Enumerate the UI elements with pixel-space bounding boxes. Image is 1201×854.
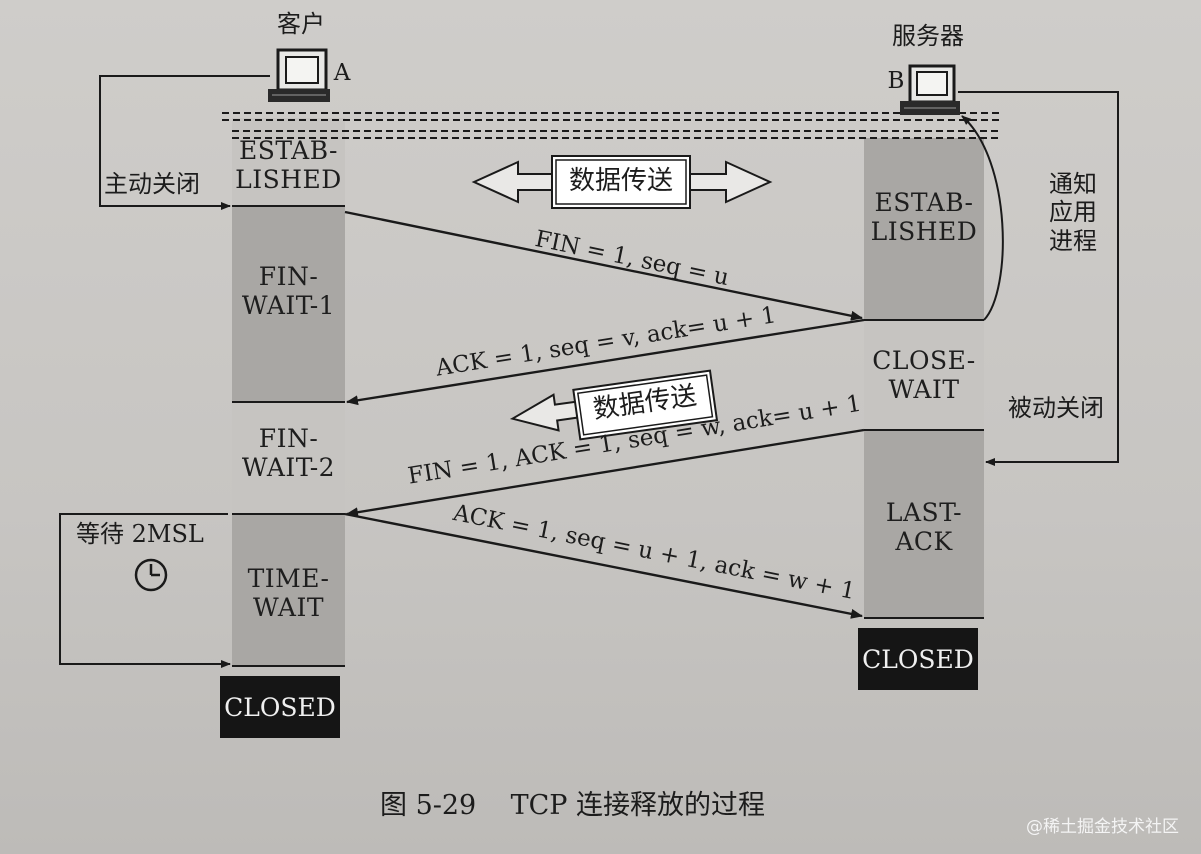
data-transfer-one-way: [509, 369, 719, 441]
client-time-wait-block: [232, 514, 345, 666]
notify-app-curve: [961, 115, 1004, 321]
client-timeline: [232, 118, 345, 667]
client-state-time-wait: TIME- WAIT: [247, 564, 330, 622]
connection-dashes: [222, 112, 1000, 139]
client-name: 客户: [277, 10, 325, 38]
client-state-established: ESTAB- LISHED: [235, 136, 342, 194]
client-state-fin-wait-2: FIN- WAIT-2: [241, 424, 336, 482]
passive-close-label: 被动关闭: [1008, 394, 1104, 422]
data-transfer-bidirectional: [471, 155, 773, 209]
client-closed-state: CLOSED: [220, 676, 340, 738]
server-letter: B: [887, 68, 905, 94]
clock-icon: [134, 558, 168, 592]
notify-app-label: 通知 应用 进程: [1049, 170, 1097, 255]
server-name: 服务器: [892, 22, 964, 50]
client-established-block: [232, 118, 345, 206]
client-state-fin-wait-1: FIN- WAIT-1: [241, 262, 336, 320]
server-close-wait-block: [864, 320, 984, 430]
watermark: @稀土掘金技术社区: [1026, 817, 1179, 837]
data-transfer-label: 数据传送: [568, 166, 673, 196]
figure-caption: 图 5-29 TCP 连接释放的过程: [380, 790, 765, 821]
wait-2msl-label: 等待 2MSL: [76, 520, 204, 548]
server-state-close-wait: CLOSE- WAIT: [872, 346, 976, 404]
client-letter: A: [333, 60, 351, 86]
ack2-arrow: [344, 512, 863, 619]
ack1-arrow: [346, 318, 865, 406]
server-closed-state: CLOSED: [858, 628, 978, 690]
server-computer-icon: [900, 64, 960, 115]
active-close-label: 主动关闭: [104, 170, 200, 198]
client-fin-wait-2-block: [232, 402, 345, 514]
client-fin-wait-1-block: [232, 206, 345, 402]
fin1-arrow: [344, 210, 863, 321]
server-established-block: [864, 138, 984, 320]
active-close-line: [99, 75, 270, 210]
passive-close-line: [958, 91, 1119, 466]
server-state-established: ESTAB- LISHED: [870, 188, 978, 246]
wait-2msl-line: [59, 513, 231, 668]
server-last-ack-block: [864, 430, 984, 618]
fin2-arrow: [346, 428, 865, 518]
server-timeline: [864, 138, 984, 619]
client-computer-icon: [268, 48, 330, 102]
server-state-last-ack: LAST- ACK: [885, 498, 963, 556]
